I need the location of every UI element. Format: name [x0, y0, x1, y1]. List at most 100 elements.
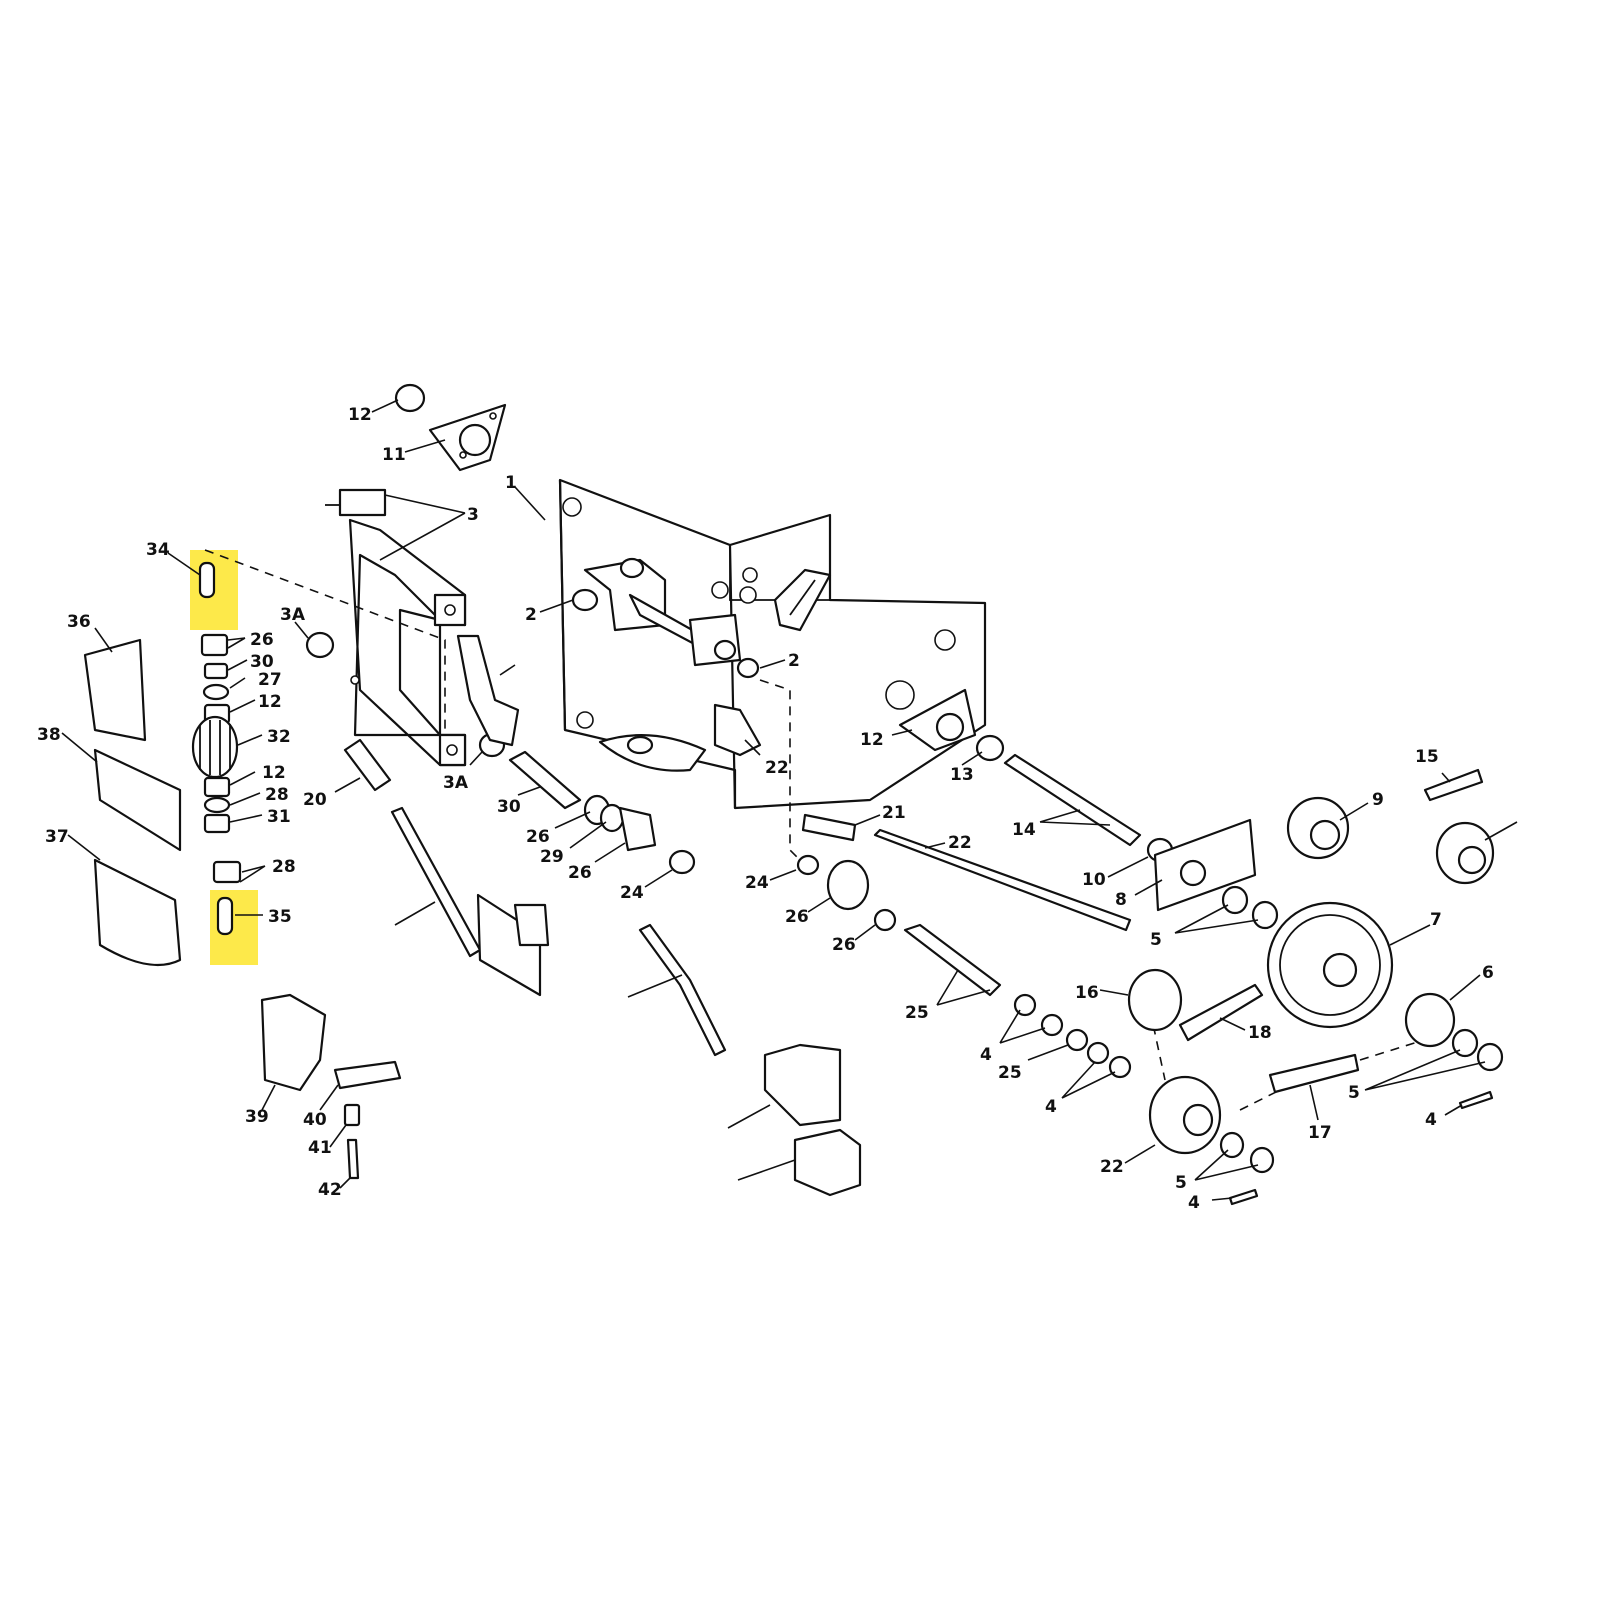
- callout-29: 32: [267, 727, 291, 747]
- callout-33: 38: [37, 725, 61, 745]
- callout-14: 15: [1415, 747, 1439, 767]
- shield-31: [83, 638, 147, 742]
- bushing-2-right: [736, 657, 760, 679]
- lever-43: [390, 806, 550, 997]
- rod-41: [638, 923, 727, 1057]
- washer-5-e: [1221, 885, 1249, 915]
- callout-1: 1: [505, 473, 517, 493]
- callout-23: 25: [905, 1003, 929, 1023]
- callout-25-left: 26: [568, 863, 592, 883]
- pin-14: [1423, 768, 1484, 802]
- snap-ring-22-low: [1065, 1028, 1089, 1052]
- callout-28-b: 31: [267, 807, 291, 827]
- callout-18: 22: [948, 833, 972, 853]
- sprocket-6: [1404, 992, 1456, 1048]
- callout-22-center: 24: [745, 873, 769, 893]
- callout-13: 14: [1012, 820, 1036, 840]
- callout-5-center-a: 4: [980, 1045, 992, 1065]
- gear-25-center: [826, 859, 870, 911]
- callout-15: 16: [1075, 983, 1099, 1003]
- callout-26-e: 29: [540, 847, 564, 867]
- callout-12-a: 12: [258, 692, 282, 712]
- callout-27: 30: [497, 797, 521, 817]
- washer-5-d: [1108, 1055, 1132, 1079]
- callout-26-d: 28: [272, 857, 296, 877]
- washer-5-j: [1249, 1146, 1275, 1174]
- callout-16: 17: [1308, 1123, 1332, 1143]
- plate-33: [93, 748, 182, 852]
- callout-32: 37: [45, 827, 69, 847]
- shaft-27: [508, 750, 582, 810]
- callout-22-low: 25: [998, 1063, 1022, 1083]
- callout-2-right: 2: [788, 651, 800, 671]
- bushing-2-left: [571, 588, 599, 612]
- bushing-12-right: [975, 734, 1005, 762]
- callout-21: 22: [1100, 1157, 1124, 1177]
- callout-37: 42: [318, 1180, 342, 1200]
- washer-5-b: [1040, 1013, 1064, 1037]
- flange-bearing-11-right: [898, 688, 977, 752]
- shaft-13: [1003, 753, 1142, 847]
- callout-7: 7: [1430, 910, 1442, 930]
- callout-36: 41: [308, 1138, 332, 1158]
- callout-17: 18: [1248, 1023, 1272, 1043]
- flange-bearing-11-top: [428, 403, 507, 472]
- key-4-lower: [1228, 1188, 1259, 1206]
- callout-26-c: 28: [265, 785, 289, 805]
- bar-17: [1178, 983, 1264, 1042]
- bracket-20: [713, 703, 762, 757]
- callout-9: 9: [1372, 790, 1384, 810]
- callout-20: 22: [765, 758, 789, 778]
- spring-19-left: [343, 738, 392, 792]
- shield-32: [93, 858, 182, 967]
- alignment-line-left: [204, 549, 446, 735]
- callout-10: 10: [1082, 870, 1106, 890]
- callout-24-left: 26: [526, 827, 550, 847]
- shaft-23: [903, 923, 1002, 997]
- callout-34: 39: [245, 1107, 269, 1127]
- bushing-12-top: [394, 383, 426, 413]
- bushing-3A-upper: [305, 631, 335, 659]
- rod-18: [873, 828, 1132, 932]
- callout-26-b: 27: [258, 670, 282, 690]
- callout-24-center: 26: [832, 935, 856, 955]
- callout-12-b: 12: [262, 763, 286, 783]
- callout-11-right: 12: [860, 730, 884, 750]
- callout-31: 36: [67, 612, 91, 632]
- washer-24-center: [873, 908, 897, 932]
- callout-3A-upper: 3A: [280, 605, 306, 625]
- left-part-stack: [191, 561, 242, 936]
- callout-3: 3: [467, 505, 479, 525]
- callout-5-lower: 5: [1175, 1173, 1187, 1193]
- callout-35: 40: [303, 1110, 327, 1130]
- callout-19-left: 20: [303, 790, 327, 810]
- spring-36: [343, 1103, 361, 1127]
- callout-5-pulley: 5: [1150, 930, 1162, 950]
- bevel-gear-25-left: [618, 806, 657, 852]
- callout-11-top: 11: [382, 445, 406, 465]
- callout-8: 8: [1115, 890, 1127, 910]
- pulley-9: [1286, 796, 1350, 860]
- main-housing-1: [558, 478, 987, 810]
- callout-labels: 12 11 1 3 2 2 34 3A 36 26 30 27 12 32 12…: [37, 405, 1494, 1213]
- washer-5-g: [1451, 1028, 1479, 1058]
- callout-5-right: 5: [1348, 1083, 1360, 1103]
- callout-30-bottom: 35: [268, 907, 292, 927]
- chain-16: [1268, 1053, 1360, 1094]
- key-4-right: [1458, 1090, 1494, 1110]
- washer-5-f: [1251, 900, 1279, 930]
- callout-12-top: 12: [348, 405, 372, 425]
- callout-3A-lower: 3A: [443, 773, 469, 793]
- callout-26-a: 26: [250, 630, 274, 650]
- callout-4-right: 4: [1425, 1110, 1437, 1130]
- bracket-40: [793, 1128, 862, 1197]
- callout-12-right: 13: [950, 765, 974, 785]
- callout-5-center-b: 4: [1045, 1097, 1057, 1117]
- sprocket-21: [1148, 1075, 1222, 1155]
- key-35: [333, 1060, 402, 1090]
- snap-ring-22-left: [668, 849, 696, 875]
- bolt-37: [346, 1138, 360, 1180]
- sprocket-15: [1127, 968, 1183, 1032]
- bracket-42: [456, 634, 520, 747]
